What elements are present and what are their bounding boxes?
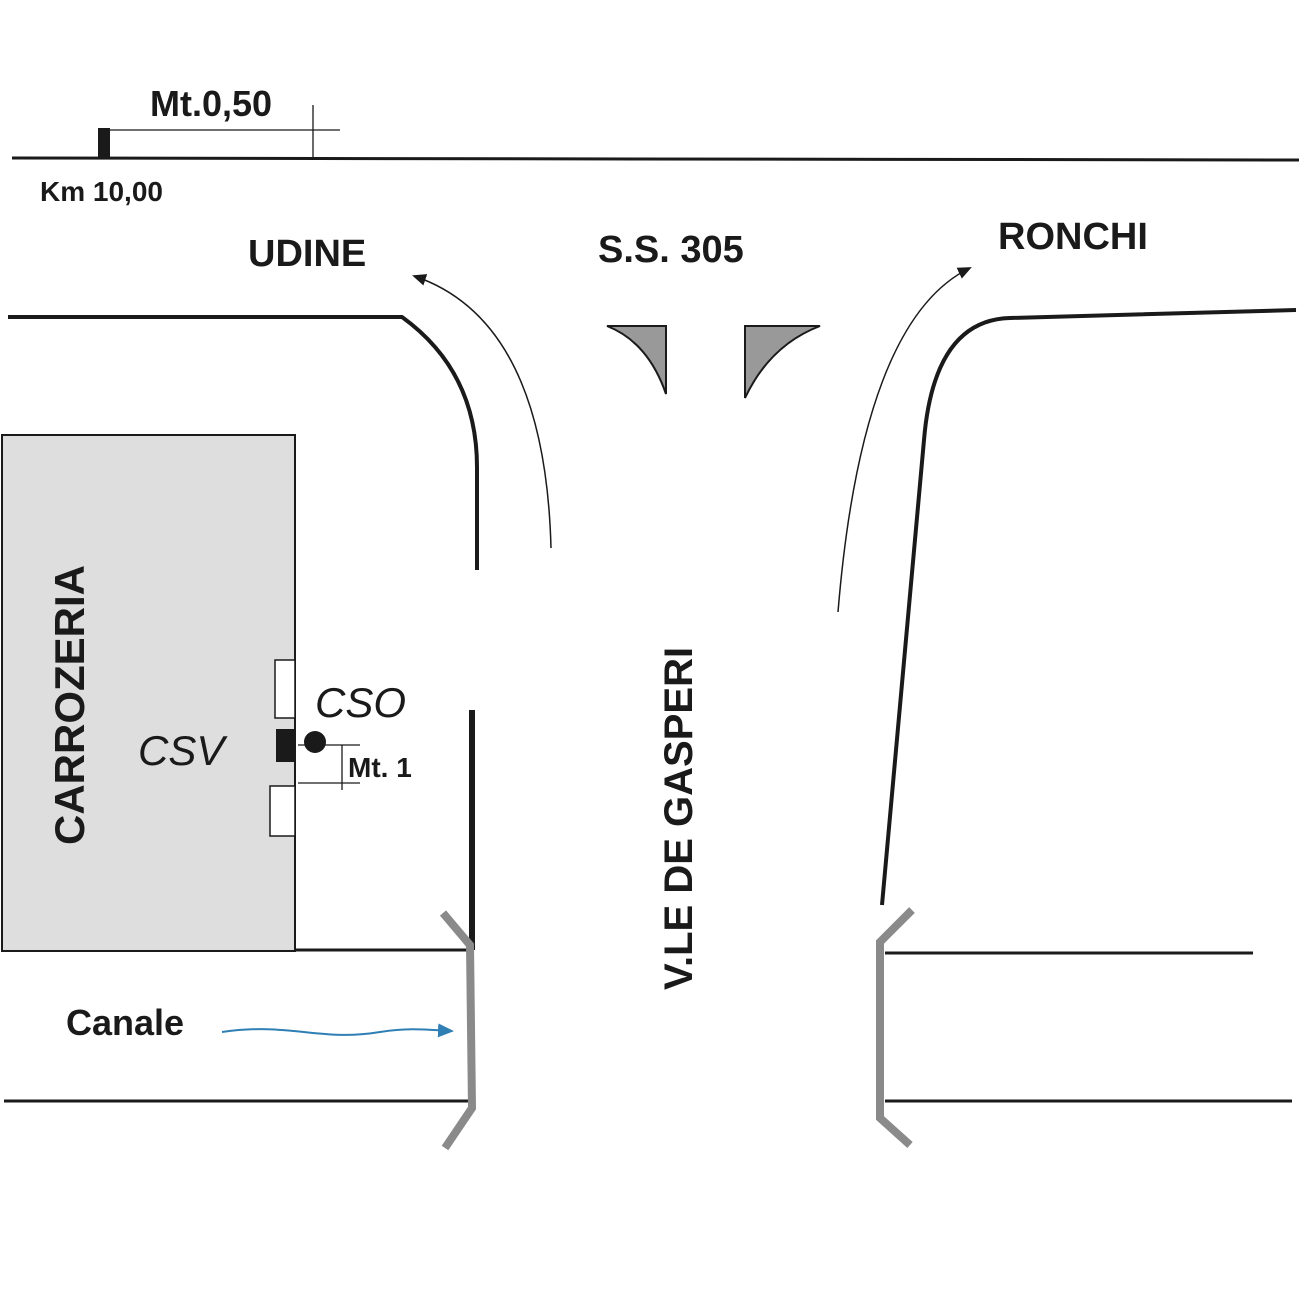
curb-left-upper xyxy=(8,315,480,570)
scale-label: Mt.0,50 xyxy=(150,83,272,124)
canal-flow-arrow xyxy=(221,1023,454,1038)
km-marker xyxy=(98,128,110,158)
bridge-right xyxy=(876,907,915,1148)
ronchi-label: RONCHI xyxy=(998,216,1148,258)
main-road-edge-top xyxy=(11,156,1300,162)
cso-label: CSO xyxy=(315,679,406,726)
road-name-label: S.S. 305 xyxy=(598,229,744,271)
turn-arrow-ronchi xyxy=(837,267,972,613)
street-name-label: V.LE DE GASPERI xyxy=(657,647,701,990)
traffic-island-left xyxy=(606,325,667,395)
csv-marker xyxy=(276,729,294,762)
distance-dimension: Mt. 1 xyxy=(298,744,412,790)
csv-label: CSV xyxy=(138,727,228,774)
carrozzeria-building xyxy=(1,434,296,952)
udine-label: UDINE xyxy=(248,233,366,275)
building-opening-lower xyxy=(269,785,296,837)
km-label: Km 10,00 xyxy=(40,176,163,207)
carrozzeria-label: CARROZERIA xyxy=(46,565,93,845)
bridge-left xyxy=(439,910,477,1151)
distance-label: Mt. 1 xyxy=(348,752,412,783)
cso-point xyxy=(304,731,326,753)
building-opening-upper xyxy=(274,659,296,719)
traffic-island-right xyxy=(744,325,821,399)
top-scale: Mt.0,50 Km 10,00 xyxy=(11,83,1300,207)
canale-label: Canale xyxy=(66,1002,184,1043)
curb-right-upper xyxy=(880,308,1297,906)
turn-arrow-udine xyxy=(412,274,552,549)
